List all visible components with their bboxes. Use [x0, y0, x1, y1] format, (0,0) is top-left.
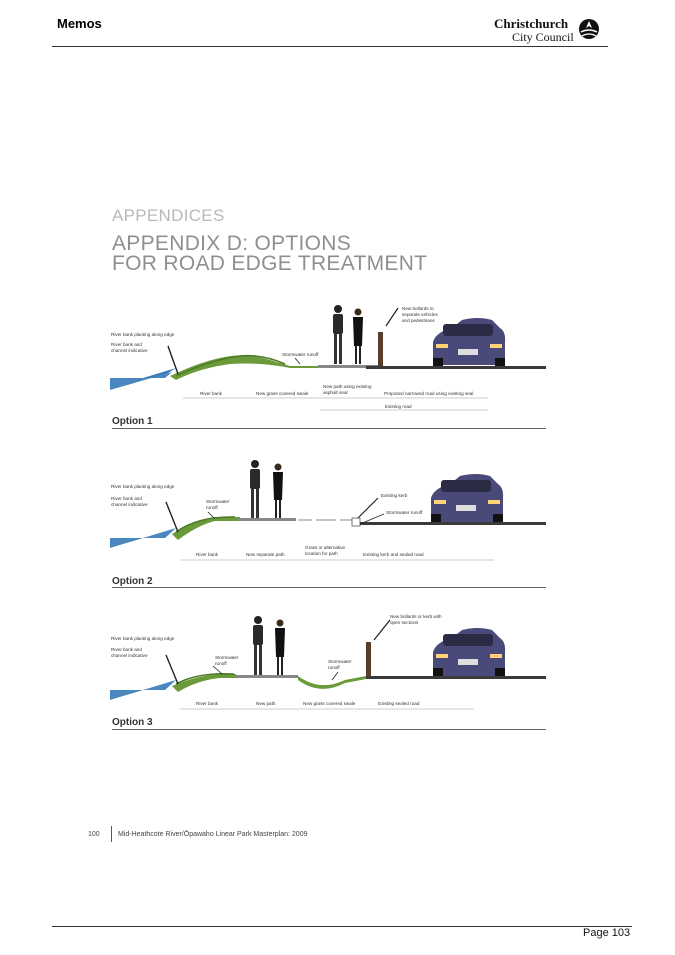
footer-page-number: 100: [88, 831, 100, 838]
label-river-channel-2: channel indicative: [111, 653, 148, 658]
appendix-title-line1: APPENDIX D: OPTIONS: [112, 232, 352, 255]
option-1-title: Option 1: [112, 416, 153, 427]
option-1-cross-section: [110, 305, 546, 411]
label-road: Proposed narrowed road using existing se…: [384, 391, 474, 396]
label-stormwater: Stormwater: [215, 655, 239, 660]
label-river-bank: River bank: [200, 391, 222, 396]
label-bollards-3: and pedestrians: [402, 318, 435, 323]
logo-text-line1: Christchurch: [494, 16, 569, 31]
header-rule: [52, 46, 608, 47]
council-emblem-icon: [579, 19, 599, 39]
option-3-rule: [112, 729, 546, 730]
label-stormwater-b-2: runoff: [328, 665, 340, 670]
label-kerb-runoff: Stormwater runoff: [386, 510, 423, 515]
option-3-title: Option 3: [112, 717, 153, 728]
option-2-title: Option 2: [112, 576, 153, 587]
label-stormwater-2: runoff: [206, 505, 218, 510]
label-existing-road: Existing road: [385, 404, 412, 409]
option-3-cross-section: [110, 616, 546, 710]
label-river-planting: River bank planting along edge: [111, 332, 175, 337]
section-heading: APPENDICES: [112, 206, 225, 225]
label-bollards-1: New bollards to: [402, 306, 434, 311]
label-road: Existing kerb and sealed road: [363, 552, 424, 557]
label-river-channel: River bank and: [111, 496, 142, 501]
label-path-1: New path using existing: [323, 384, 372, 389]
label-path-2: asphalt seal: [323, 390, 348, 395]
label-stormwater: Stormwater runoff: [282, 352, 319, 357]
header-title: Memos: [57, 16, 102, 31]
label-stormwater-2: runoff: [215, 661, 227, 666]
label-river-channel: River bank and: [111, 342, 142, 347]
label-river-channel: River bank and: [111, 647, 142, 652]
option-2-rule: [112, 587, 546, 588]
label-river-planting: River bank planting along edge: [111, 636, 175, 641]
label-kerb: Existing kerb: [381, 493, 408, 498]
appendix-title-line2: FOR ROAD EDGE TREATMENT: [112, 252, 428, 275]
option-2-diagram: River bank planting along edge River ban…: [110, 460, 546, 588]
logo-text-line2: City Council: [512, 30, 574, 44]
label-river-channel-2: channel indicative: [111, 348, 148, 353]
label-grass-1: Grass or alternative: [305, 545, 346, 550]
label-river-bank: River bank: [196, 552, 218, 557]
footer-separator: [111, 826, 112, 842]
label-river-planting: River bank planting along edge: [111, 484, 175, 489]
council-logo: Christchurch City Council: [494, 16, 604, 46]
label-bollards-2: separate vehicles: [402, 312, 438, 317]
option-3-diagram: River bank planting along edge River ban…: [110, 614, 546, 730]
label-bollards-1: New bollards or kerb with: [390, 614, 442, 619]
label-path: New path: [256, 701, 276, 706]
footer-document-title: Mid-Heathcote River/Ōpawaho Linear Park …: [118, 831, 308, 838]
option-1-diagram: River bank planting along edge River ban…: [0, 0, 675, 440]
label-path: New separate path: [246, 552, 285, 557]
option-1-rule: [112, 428, 546, 429]
label-bollards-2: open sections: [390, 620, 419, 625]
label-river-channel-2: channel indicative: [111, 502, 148, 507]
label-swale: New grass covered swale: [303, 701, 356, 706]
page-number: Page 103: [583, 927, 631, 939]
label-swale: New grass covered swale: [256, 391, 309, 396]
label-stormwater: Stormwater: [206, 499, 230, 504]
label-grass-2: location for path: [305, 551, 338, 556]
label-road: Existing sealed road: [378, 701, 420, 706]
option-2-cross-section: [110, 460, 546, 561]
footer-rule: [52, 926, 632, 927]
label-river-bank: River bank: [196, 701, 218, 706]
label-stormwater-b: Stormwater: [328, 659, 352, 664]
